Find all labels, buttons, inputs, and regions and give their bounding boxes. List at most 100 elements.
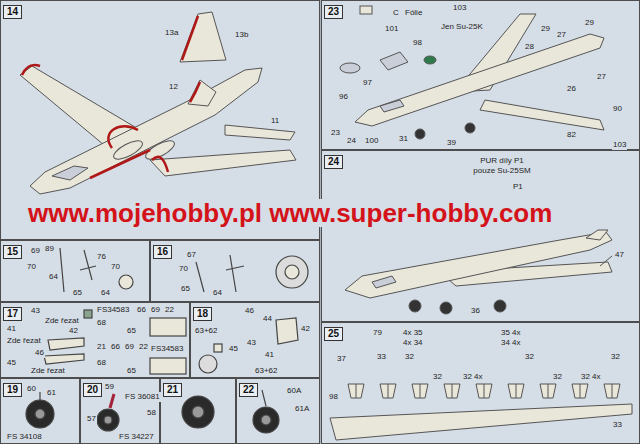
gear-parts xyxy=(285,265,299,279)
gear-parts xyxy=(84,310,92,318)
callout-number: 66 xyxy=(110,342,121,352)
gear-parts xyxy=(104,416,112,424)
callout-number: 42 xyxy=(300,324,311,334)
step-number: 17 xyxy=(3,307,22,321)
callout-number: 70 xyxy=(178,264,189,274)
callout-number: 69 xyxy=(30,246,41,256)
aircraft-step24 xyxy=(586,230,608,240)
callout-number: 45 xyxy=(228,344,239,354)
gear-parts xyxy=(44,354,84,364)
step-number: 24 xyxy=(324,155,343,169)
aircraft-step14 xyxy=(188,80,216,106)
gear-parts xyxy=(150,318,186,336)
glue-line xyxy=(190,82,200,102)
callout-number: 98 xyxy=(328,392,339,402)
callout-number: 32 4x xyxy=(462,372,484,382)
aircraft-step23 xyxy=(465,123,475,133)
callout-number: FS 34227 xyxy=(118,432,155,442)
callout-number: 59 xyxy=(104,382,115,392)
callout-number: 32 4x xyxy=(580,372,602,382)
pylon-row xyxy=(572,384,588,398)
step-number: 20 xyxy=(83,383,102,397)
step-number: 14 xyxy=(3,5,22,19)
callout-number: 36 xyxy=(470,306,481,316)
aircraft-step23 xyxy=(380,52,408,70)
callout-number: 61 xyxy=(46,388,57,398)
callout-number: 64 xyxy=(212,288,223,298)
glue-line xyxy=(22,16,200,178)
callout-number: 57 xyxy=(86,414,97,424)
painted-strut xyxy=(110,394,114,408)
callout-number: 60 xyxy=(26,384,37,394)
gear-parts xyxy=(262,390,266,406)
aircraft-step24 xyxy=(345,230,612,314)
gear-parts xyxy=(35,409,45,419)
callout-number: Fólie xyxy=(404,8,423,18)
step-number: 16 xyxy=(153,245,172,259)
aircraft-step23 xyxy=(360,6,372,14)
callout-number: 97 xyxy=(362,78,373,88)
pylon-row xyxy=(476,384,492,398)
callout-number: 79 xyxy=(372,328,383,338)
callout-number: 90 xyxy=(612,104,623,114)
glue-line xyxy=(90,150,150,178)
gear-parts xyxy=(192,406,204,418)
callout-number: 42 xyxy=(68,326,79,336)
callout-number: 26 xyxy=(566,84,577,94)
callout-number: 22 xyxy=(164,305,175,315)
callout-number: 32 xyxy=(610,352,621,362)
callout-number: 63+62 xyxy=(194,326,218,336)
step-number: 23 xyxy=(324,5,343,19)
callout-number: Zde řezat xyxy=(30,366,66,376)
callout-number: 31 xyxy=(398,134,409,144)
gear-parts xyxy=(119,275,133,289)
callout-number: 43 xyxy=(30,306,41,316)
gear-parts xyxy=(26,400,54,428)
glue-line xyxy=(22,65,40,75)
aircraft-step24 xyxy=(440,302,452,314)
callout-number: 32 xyxy=(552,372,563,382)
aircraft-step23 xyxy=(380,100,404,112)
step-panel: 25 xyxy=(321,322,640,444)
gear-parts xyxy=(226,255,244,292)
callout-number: Jen Su-25K xyxy=(440,22,484,32)
pylon-row xyxy=(330,384,632,440)
aircraft-step14 xyxy=(225,125,295,140)
aircraft-step23 xyxy=(355,34,604,126)
callout-number: 32 xyxy=(404,352,415,362)
callout-number: 33 xyxy=(376,352,387,362)
callout-number: 100 xyxy=(364,136,379,146)
aircraft-step24 xyxy=(372,276,396,288)
gear-parts xyxy=(253,407,279,433)
callout-number: 34 4x xyxy=(500,338,522,348)
gear-parts xyxy=(48,338,84,350)
step-number: 15 xyxy=(3,245,22,259)
gear-parts xyxy=(196,262,204,292)
callout-number: 43 xyxy=(246,338,257,348)
callout-number: 13b xyxy=(234,30,249,40)
callout-number: 4x 35 xyxy=(402,328,424,338)
callout-number: 47 xyxy=(614,250,625,260)
callout-number: FS34583 xyxy=(96,305,130,315)
callout-number: 103 xyxy=(452,3,467,13)
callout-number: 60A xyxy=(286,386,302,396)
callout-number: 70 xyxy=(26,262,37,272)
gear-parts xyxy=(276,256,308,288)
gear-parts xyxy=(214,344,222,352)
gear-parts xyxy=(276,318,298,344)
step-number: 25 xyxy=(324,327,343,341)
aircraft-step14 xyxy=(20,12,296,194)
callout-number: 67 xyxy=(186,250,197,260)
pylon-row xyxy=(380,384,396,398)
aircraft-step23 xyxy=(480,100,604,130)
callout-number: 45 xyxy=(6,358,17,368)
gear-parts xyxy=(60,248,64,292)
pylon-row xyxy=(330,404,632,440)
callout-number: 27 xyxy=(556,30,567,40)
callout-number: 39 xyxy=(446,138,457,148)
pylon-row xyxy=(604,384,620,398)
pylon-row xyxy=(412,384,428,398)
callout-number: 13a xyxy=(164,28,179,38)
callout-number: C xyxy=(392,8,400,18)
